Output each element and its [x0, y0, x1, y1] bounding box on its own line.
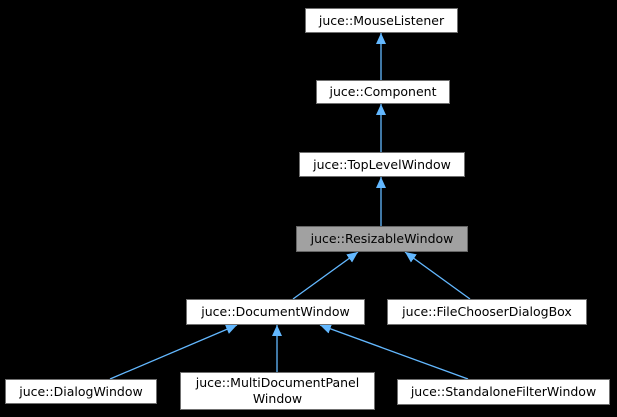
node-juce-standalonefilterwindow[interactable]: juce::StandaloneFilterWindow	[397, 379, 610, 405]
node-juce-dialogwindow[interactable]: juce::DialogWindow	[5, 379, 157, 404]
node-juce-toplevelwindow[interactable]: juce::TopLevelWindow	[299, 152, 465, 177]
node-juce-documentwindow[interactable]: juce::DocumentWindow	[186, 299, 365, 325]
node-juce-mouselistener[interactable]: juce::MouseListener	[305, 8, 458, 33]
node-juce-component[interactable]: juce::Component	[316, 80, 450, 104]
inheritance-arrow-documentwindow-to-resizablewindow	[292, 251, 359, 300]
node-juce-filechooserdialogbox[interactable]: juce::FileChooserDialogBox	[387, 299, 587, 325]
inheritance-arrow-dialogwindow-to-documentwindow	[109, 324, 238, 380]
inheritance-arrow-filechooserdialogbox-to-resizablewindow	[404, 251, 471, 300]
node-juce-multidocumentpanelwindow[interactable]: juce::MultiDocumentPanel Window	[180, 372, 375, 410]
node-juce-resizablewindow-current: juce::ResizableWindow	[296, 226, 468, 252]
inheritance-arrow-standalonefilterwindow-to-documentwindow	[319, 324, 469, 380]
